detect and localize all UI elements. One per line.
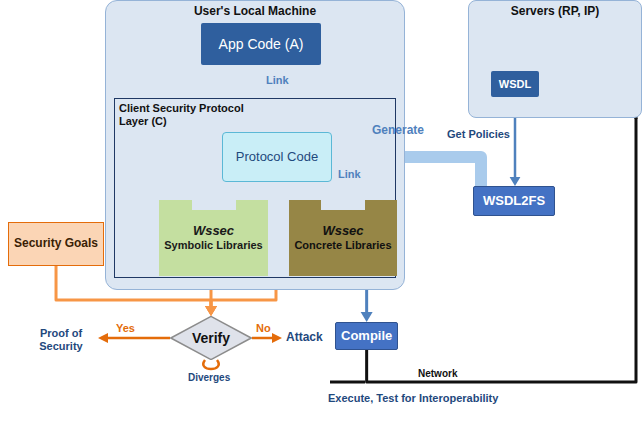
node-label: Concrete Libraries (294, 239, 391, 252)
node-label: Symbolic Libraries (164, 239, 262, 252)
node-label: Protocol Code (236, 150, 318, 165)
edge-label: Generate (372, 124, 424, 138)
process-box: App Code (A) (201, 23, 321, 65)
layer-region: Client Security Protocol Layer (C) Protoc… (114, 98, 396, 278)
edge-label: Link (338, 168, 361, 181)
caption-note: Execute, Test for Interoperability (328, 392, 498, 405)
node-label: Compile (341, 329, 392, 344)
node-label: Security Goals (14, 237, 98, 251)
outcome-label: Proof of Security (30, 327, 92, 352)
arrow-head (510, 177, 521, 186)
branch-label: No (256, 322, 271, 335)
process-box: Compile (335, 322, 398, 350)
server-region: Servers (RP, IP) WSDL (468, 0, 642, 118)
arrow-head (205, 306, 217, 316)
yes-arrow (106, 337, 170, 340)
network-wire (330, 381, 365, 384)
node-label: Wssec (193, 224, 234, 239)
process-box: WSDL2FS (473, 186, 555, 216)
outcome-label: Diverges (188, 372, 230, 384)
connector (367, 118, 636, 382)
no-arrow (252, 337, 274, 340)
region-title: User's Local Machine (106, 1, 404, 19)
machine-region: User's Local MachineApp Code (A) Client S… (105, 0, 405, 290)
node-label: Wssec (322, 224, 363, 239)
puzzle-notch (321, 200, 365, 210)
arrow-head (361, 312, 373, 322)
decision-diamond: Verify (170, 316, 252, 360)
diverge-loop (203, 360, 218, 369)
edge-label: Get Policies (447, 128, 510, 141)
node-label: WSDL (499, 78, 531, 91)
process-box: Protocol Code (222, 132, 332, 182)
node-label: App Code (A) (219, 36, 304, 52)
document-box: WSDL (491, 71, 539, 97)
library-box: WssecSymbolic Libraries (159, 200, 268, 276)
node-label: WSDL2FS (483, 194, 545, 209)
note-box: Security Goals (8, 222, 104, 266)
arrow-head (205, 306, 217, 316)
region-title: Servers (RP, IP) (469, 1, 641, 19)
edge-label: Network (418, 368, 457, 380)
node-label: Verify (192, 330, 230, 346)
outcome-label: Attack (286, 331, 323, 345)
library-box: WssecConcrete Libraries (289, 200, 397, 276)
arrow-head (205, 306, 217, 316)
branch-label: Yes (116, 322, 135, 335)
puzzle-notch (192, 200, 236, 210)
arrow-head (272, 333, 282, 343)
connector-line (367, 118, 636, 382)
arrow-head (98, 333, 108, 343)
region-title: Client Security Protocol Layer (C) (115, 99, 253, 130)
edge-label: Link (266, 74, 289, 87)
